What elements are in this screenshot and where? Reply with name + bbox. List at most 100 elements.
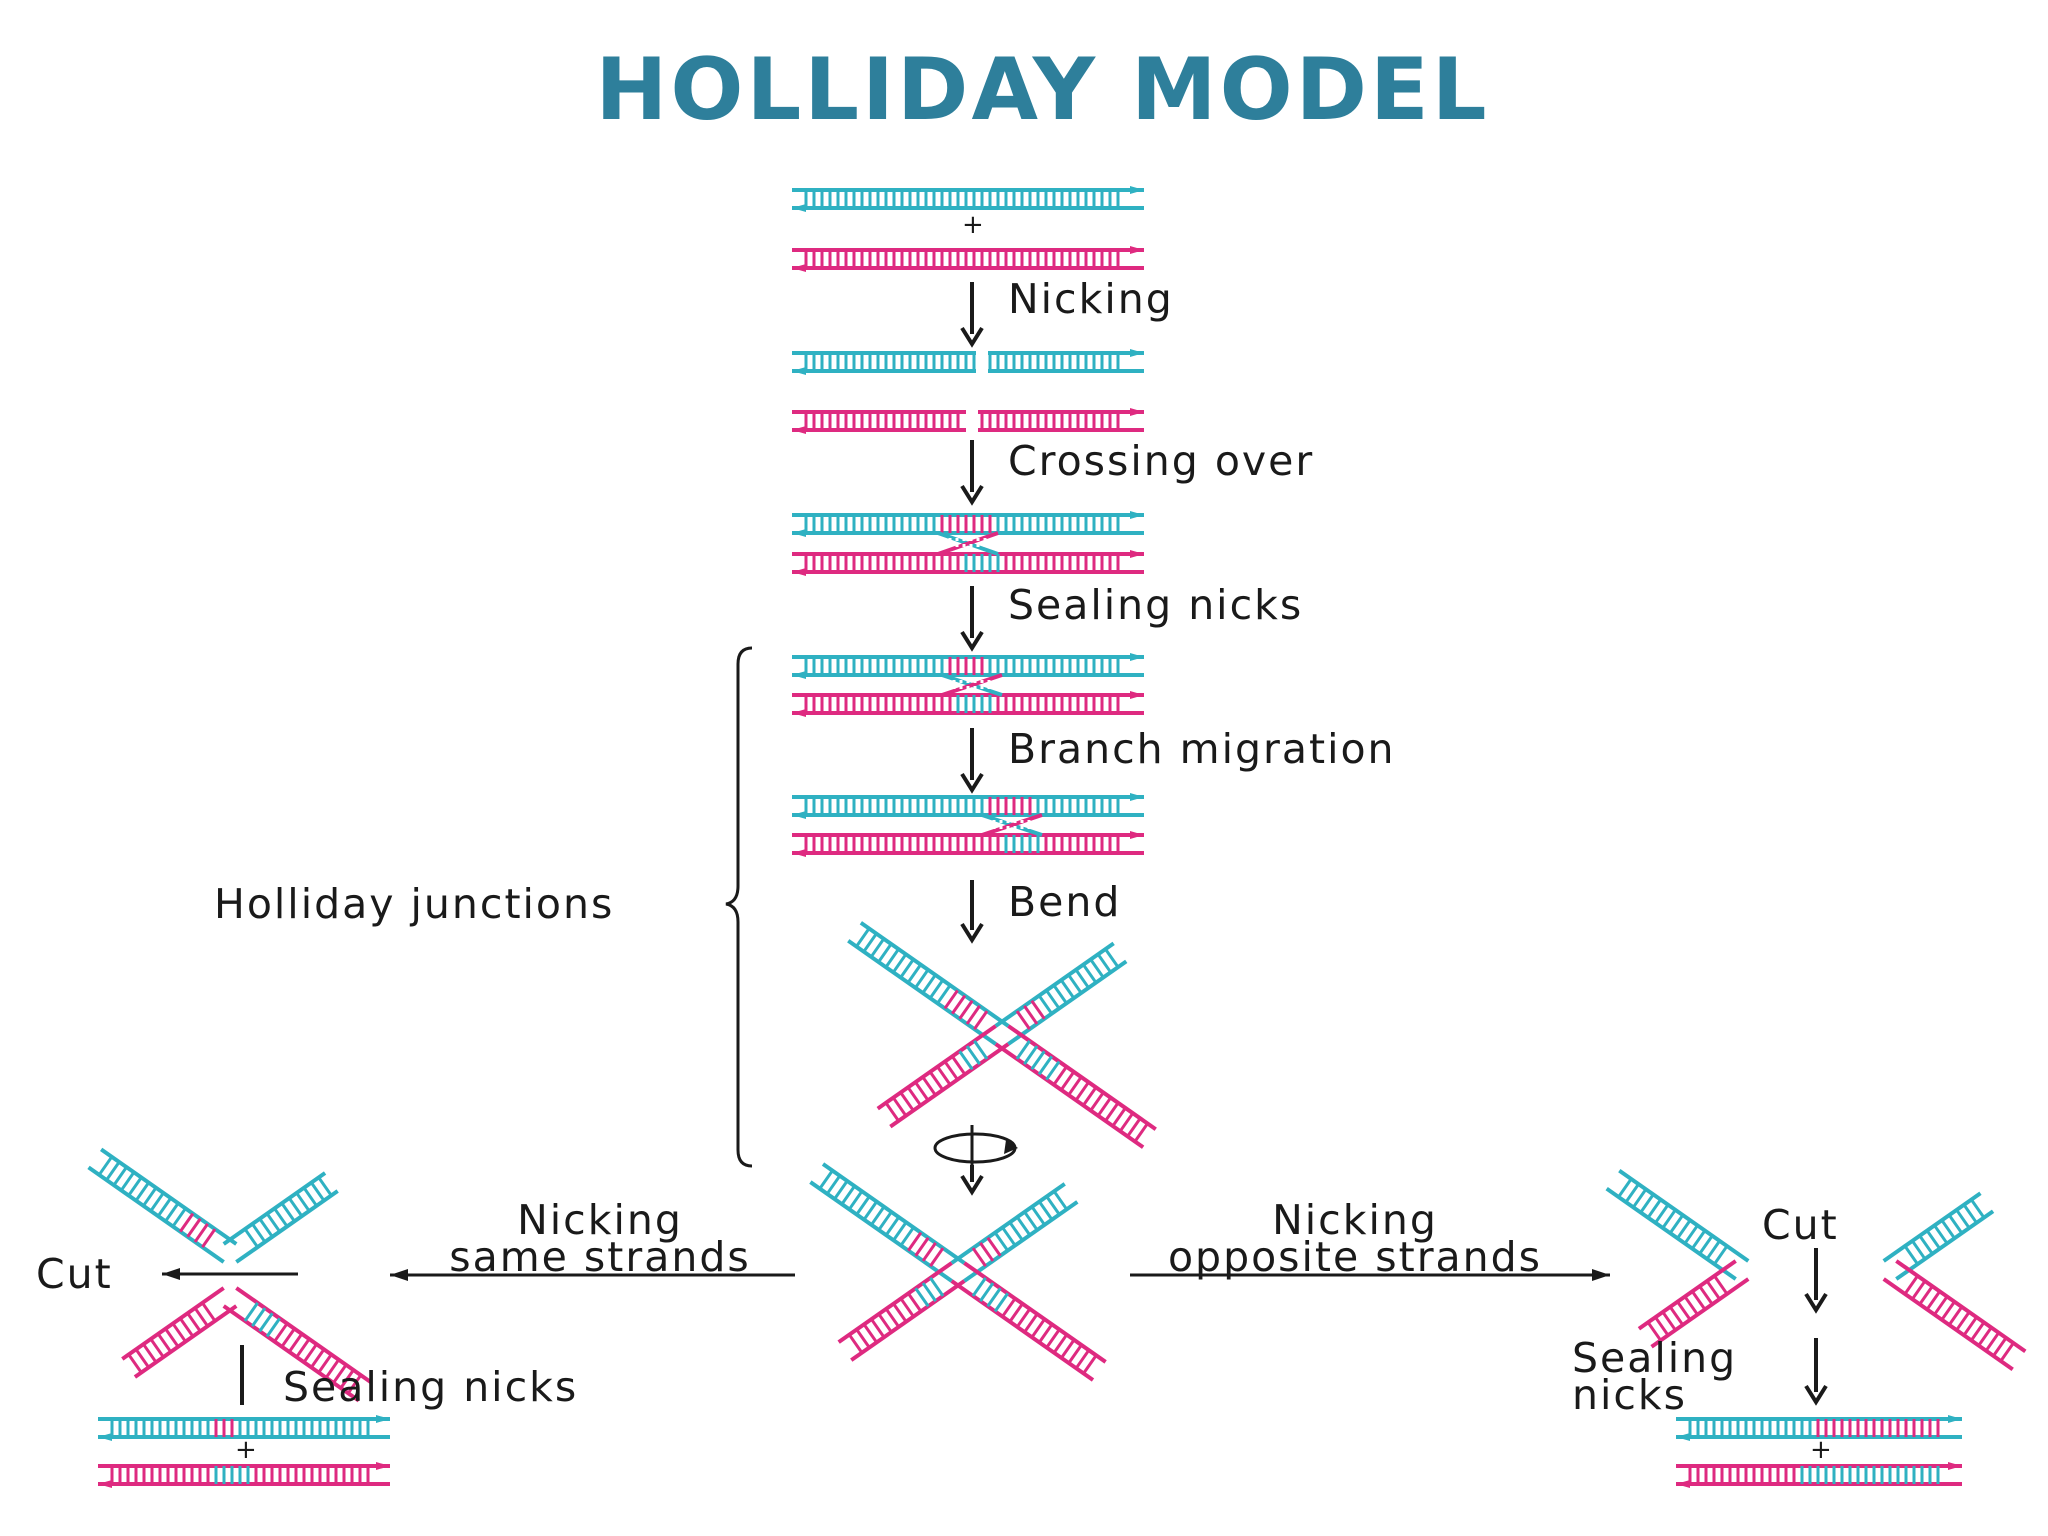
arm-rung bbox=[1067, 1344, 1083, 1364]
arm-rung bbox=[848, 1333, 864, 1354]
arm-rung bbox=[273, 1322, 289, 1343]
arm-rung bbox=[884, 1216, 901, 1236]
crossing-strand bbox=[981, 813, 1043, 837]
arm-rung bbox=[1023, 1005, 1039, 1025]
arm-rung bbox=[1624, 1183, 1640, 1204]
arm-rung bbox=[339, 1369, 355, 1389]
arrow-head bbox=[960, 772, 984, 794]
right-branch-label-line1: Nicking bbox=[1272, 1196, 1438, 1244]
arm-rung bbox=[310, 1181, 326, 1202]
arm-rung bbox=[1074, 968, 1090, 989]
strand-end-arrow bbox=[792, 204, 806, 212]
arm-rung bbox=[201, 1302, 217, 1322]
arm-rung bbox=[1984, 1331, 2000, 1352]
arm-rung bbox=[943, 1060, 959, 1081]
strand-end-arrow bbox=[1130, 246, 1144, 254]
arm-rung bbox=[914, 1081, 930, 1102]
arm-rung bbox=[1104, 948, 1120, 969]
arm-rung bbox=[346, 1374, 363, 1395]
arm-rung bbox=[164, 1202, 180, 1223]
arm-rung bbox=[1970, 1321, 1986, 1342]
arm-rung bbox=[1023, 1313, 1039, 1333]
arm-rung bbox=[1955, 1311, 1971, 1331]
arm-rung bbox=[1059, 1071, 1076, 1091]
arm-rung bbox=[112, 1166, 128, 1187]
arm-rung bbox=[855, 1195, 871, 1216]
arm-backbone bbox=[963, 1200, 1079, 1283]
arm-rung bbox=[921, 1076, 937, 1096]
arm-backbone bbox=[1637, 1259, 1737, 1331]
arm-rung bbox=[134, 1181, 150, 1202]
arrow-head bbox=[960, 630, 984, 652]
arm-rung bbox=[958, 1050, 974, 1071]
duplex-crossed-1 bbox=[792, 511, 1144, 537]
arm-rung bbox=[914, 968, 930, 989]
arm-rung bbox=[1045, 1328, 1061, 1349]
arm-rung bbox=[142, 1343, 158, 1364]
arm-backbone bbox=[1605, 1187, 1737, 1281]
arm-rung bbox=[1023, 1045, 1039, 1065]
arm-rung bbox=[1059, 979, 1076, 999]
arm-rung bbox=[1933, 1295, 1949, 1316]
duplex-parent-1 bbox=[792, 186, 1144, 212]
arm-rung bbox=[1030, 1205, 1046, 1226]
arm-backbone bbox=[133, 1304, 238, 1379]
arm-rung bbox=[855, 1328, 871, 1349]
arm-rung bbox=[164, 1327, 180, 1348]
junction-arm-upper-left bbox=[87, 1147, 238, 1264]
arm-rung bbox=[310, 1348, 326, 1369]
arm-rung bbox=[951, 1055, 967, 1076]
arm-rung bbox=[156, 1333, 173, 1353]
arm-rung bbox=[1045, 989, 1061, 1010]
arm-rung bbox=[1052, 984, 1068, 1005]
arm-rung bbox=[1705, 1240, 1721, 1260]
arm-rung bbox=[105, 1161, 121, 1181]
strand-end-arrow bbox=[1130, 691, 1144, 699]
strand-end-arrow bbox=[98, 1433, 112, 1441]
bracket-path bbox=[725, 646, 753, 1168]
strand-end-arrow bbox=[1130, 408, 1144, 416]
arm-rung bbox=[1698, 1234, 1714, 1255]
junction-arm-upper-left bbox=[847, 921, 1010, 1046]
arm-rung bbox=[1691, 1229, 1707, 1250]
arm-rung bbox=[1008, 1302, 1024, 1323]
arm-rung bbox=[265, 1212, 281, 1233]
strand-end-arrow bbox=[792, 367, 806, 375]
arm-backbone bbox=[1882, 1191, 1982, 1263]
crossover-region-2 bbox=[941, 673, 1003, 697]
left-cut-label: Cut bbox=[36, 1250, 113, 1298]
arm-rung bbox=[1045, 1195, 1061, 1216]
holliday-junction-bent bbox=[847, 921, 1157, 1149]
arm-rung bbox=[862, 1200, 878, 1221]
arm-rung bbox=[1947, 1214, 1964, 1234]
arm-rung bbox=[869, 937, 886, 958]
step-label-sealing-nicks: Sealing nicks bbox=[1008, 581, 1304, 629]
arm-rung bbox=[1947, 1306, 1964, 1326]
arm-backbone bbox=[847, 939, 997, 1046]
arm-rung bbox=[979, 1282, 995, 1302]
duplex-parent-2 bbox=[792, 246, 1144, 272]
arm-rung bbox=[1045, 1060, 1061, 1081]
duplex-sealed-1 bbox=[792, 653, 1144, 679]
strand-end-arrow bbox=[792, 426, 806, 434]
arm-rung bbox=[1001, 1297, 1017, 1318]
arm-rung bbox=[1067, 974, 1083, 994]
arm-rung bbox=[1126, 1117, 1142, 1138]
arm-rung bbox=[1713, 1245, 1729, 1265]
arm-rung bbox=[1082, 1354, 1098, 1375]
arm-rung bbox=[251, 1307, 267, 1327]
arm-rung bbox=[1903, 1275, 1919, 1295]
plus-sign-top: + bbox=[962, 210, 986, 240]
right-cut-products-right bbox=[1882, 1191, 2027, 1371]
arm-rung bbox=[1037, 1055, 1053, 1076]
arm-rung bbox=[1089, 958, 1105, 979]
arm-rung bbox=[302, 1186, 318, 1207]
arm-rung bbox=[1074, 1349, 1091, 1370]
arm-backbone bbox=[222, 1171, 327, 1246]
arm-rung bbox=[848, 1190, 864, 1211]
strand-end-arrow bbox=[1130, 511, 1144, 519]
arm-rung bbox=[179, 1317, 195, 1338]
arm-rung bbox=[149, 1192, 165, 1212]
arm-rung bbox=[936, 984, 952, 1005]
arm-rung bbox=[907, 1231, 923, 1252]
